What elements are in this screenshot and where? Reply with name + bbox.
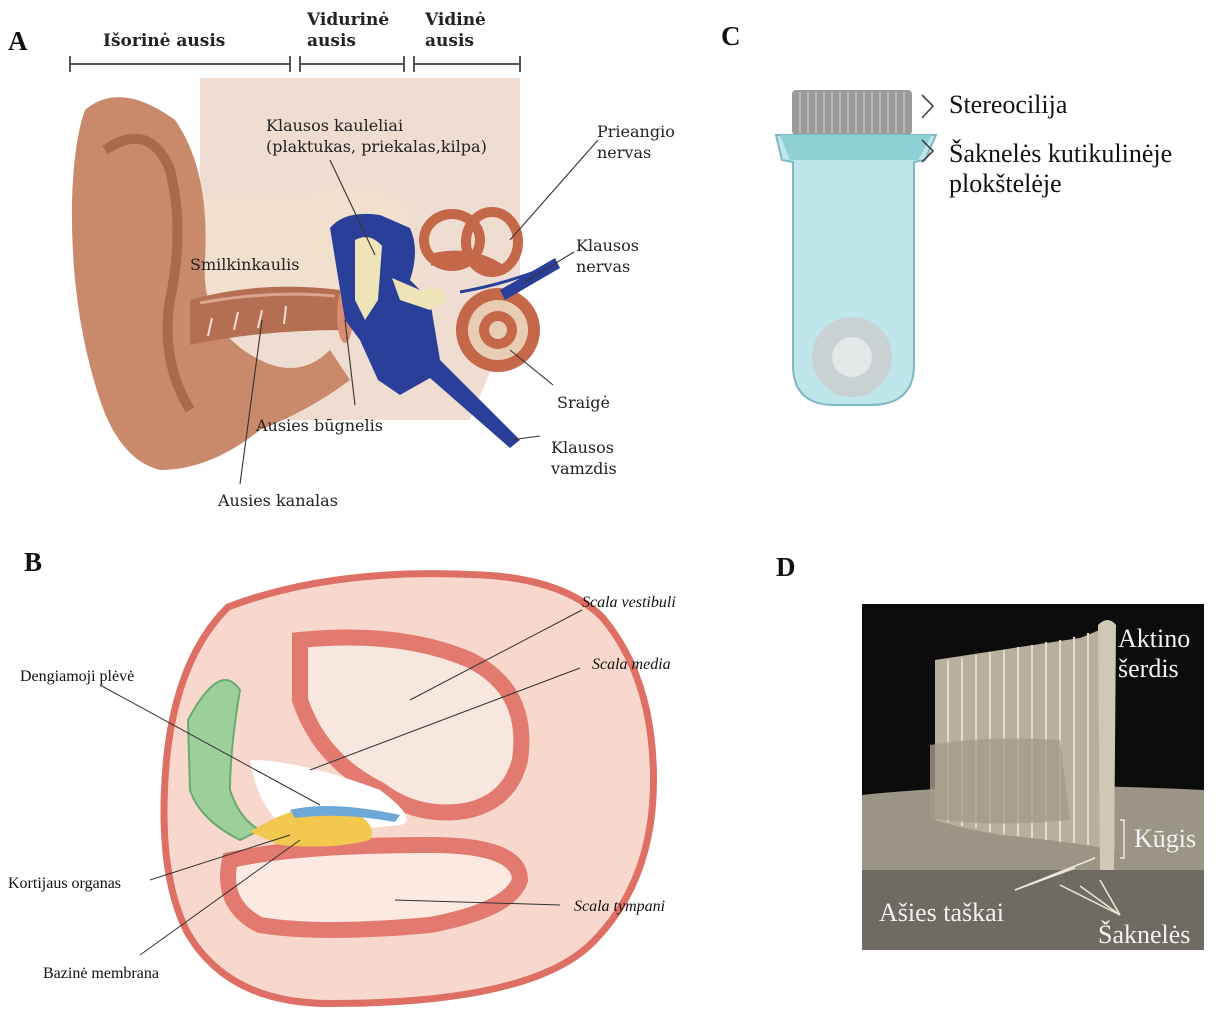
label-taper: Kūgis [1134, 824, 1196, 854]
label-rootlets: Šaknelės [1098, 920, 1190, 950]
section-brackets [70, 56, 520, 72]
label-basilar-membrane: Bazinė membrana [43, 963, 159, 984]
label-eustachian-tube: Klausos vamzdis [551, 437, 617, 479]
label-tectorial-membrane: Dengiamoji plėvė [20, 666, 134, 687]
section-middle-ear: Vidurinė ausis [307, 10, 389, 52]
panel-letter-c: C [721, 21, 741, 52]
panel-letter-d: D [776, 552, 796, 583]
panel-letter-b: B [24, 547, 42, 578]
label-ear-canal: Ausies kanalas [218, 490, 338, 511]
label-scala-media: Scala media [592, 654, 671, 675]
label-scala-vestibuli: Scala vestibuli [582, 592, 676, 613]
label-temporal-bone: Smilkinkaulis [190, 254, 299, 275]
label-auditory-nerve: Klausos nervas [576, 235, 639, 277]
hair-cell-illustration [776, 90, 936, 405]
label-organ-of-corti: Kortijaus organas [8, 873, 121, 894]
label-ossicles: Klausos kauleliai (plaktukas, priekalas,… [266, 115, 487, 157]
label-cuticular-plate: Šaknelės kutikulinėje plokštelėje [949, 139, 1172, 199]
label-vestibular-nerve: Prieangio nervas [597, 121, 675, 163]
section-outer-ear: Išorinė ausis [103, 31, 225, 52]
section-inner-ear: Vidinė ausis [425, 10, 486, 52]
label-insertion-points: Ašies taškai [879, 898, 1004, 928]
label-stereocilia: Stereocilija [949, 90, 1067, 120]
label-actin-core: Aktino šerdis [1118, 624, 1190, 684]
label-cochlea: Sraigė [557, 392, 610, 413]
label-eardrum: Ausies būgnelis [256, 415, 383, 436]
label-scala-tympani: Scala tympani [574, 896, 665, 917]
